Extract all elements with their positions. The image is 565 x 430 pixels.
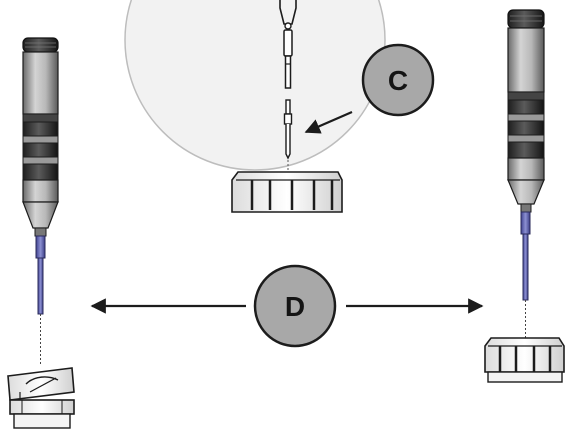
callout-c: C — [361, 43, 435, 117]
screwdriver-left-icon — [22, 37, 59, 366]
arrow-diagonal-icon — [304, 110, 353, 134]
nozzle-left-icon — [7, 367, 75, 429]
detail-circle — [124, 0, 386, 213]
nozzle-right-icon — [484, 337, 565, 383]
callout-d-label: D — [285, 291, 305, 322]
callout-d: D — [253, 264, 337, 348]
pin-icon — [283, 99, 293, 160]
screwdriver-right-icon — [507, 9, 545, 340]
nozzle-detail-icon — [231, 160, 343, 213]
tool-tip-icon — [279, 0, 297, 89]
callout-c-label: C — [388, 65, 408, 96]
